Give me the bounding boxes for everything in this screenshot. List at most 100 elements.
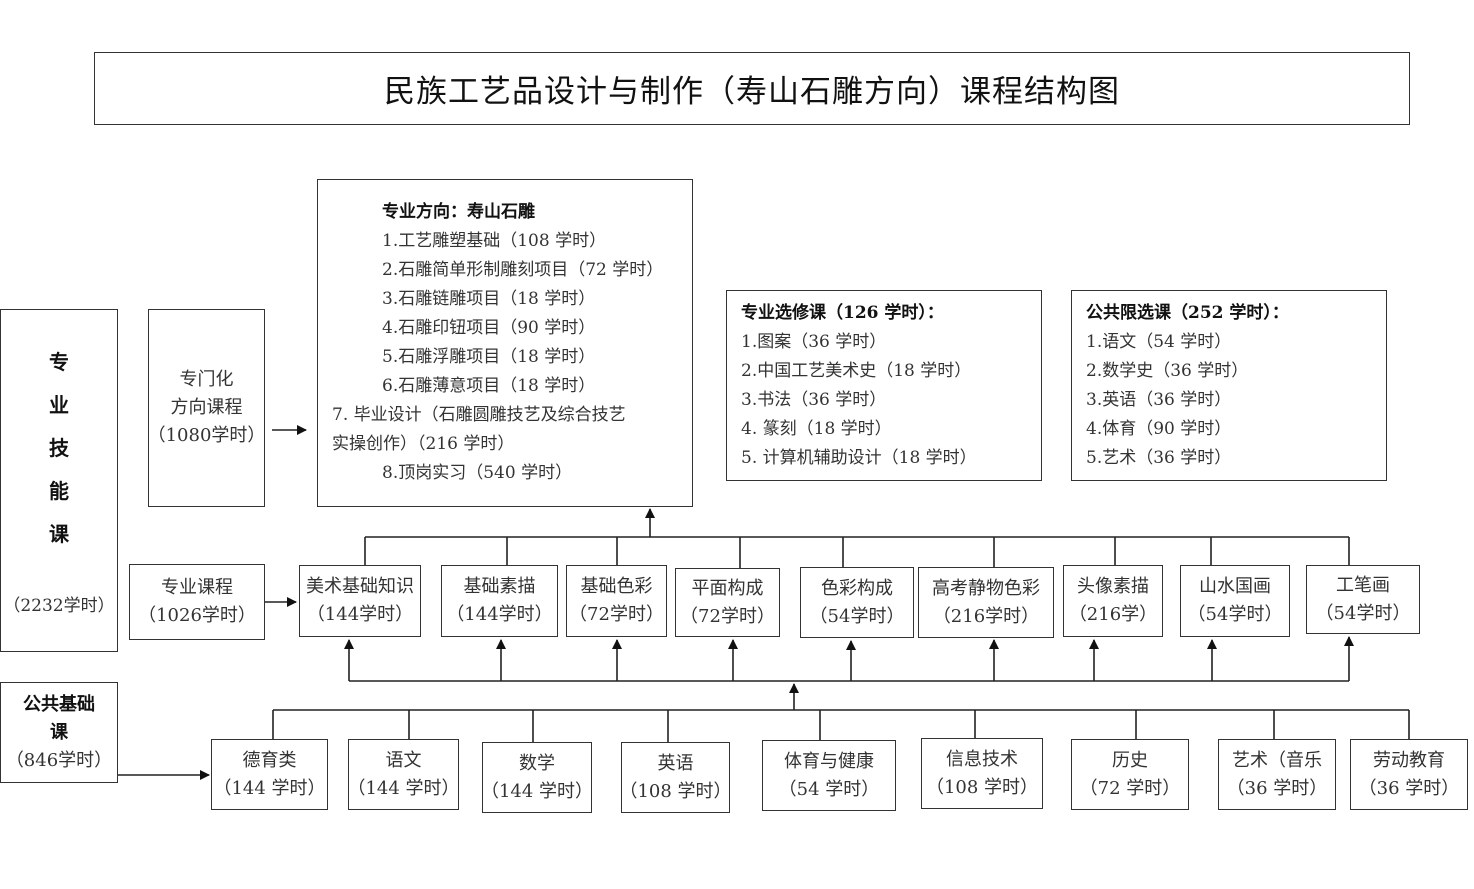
specialized-hours: （1080学时） [147,425,266,446]
major-course-name: 高考静物色彩 [932,577,1040,599]
public-basic-box: 公共基础 课 （846学时） [0,682,118,783]
public-elective-item-4: 4.体育（90 学时） [1086,419,1232,439]
elective-header: 专业选修课（126 学时）： [741,303,944,323]
skill-courses-box: 专 业 技 能 课 （2232学时） [0,309,118,652]
public-course-hours: （144 学时） [213,777,326,799]
major-course-box: 高考静物色彩 （216学时） [918,567,1054,638]
public-basic-line1: 公共基础 [23,693,95,715]
elective-item-4: 4. 篆刻（18 学时） [741,419,892,439]
public-course-box: 语文 （144 学时） [347,739,460,810]
major-course-hours: （144学时） [446,604,553,625]
specialized-box: 专门化 方向课程 （1080学时） [148,309,265,507]
major-course-box: 基础色彩 （72学时） [566,565,667,637]
major-course-hours: （216学） [1068,604,1158,625]
direction-box: 专业方向：寿山石雕 1.工艺雕塑基础（108 学时） 2.石雕简单形制雕刻项目（… [317,179,693,507]
public-course-hours: （72 学时） [1079,777,1181,799]
elective-item-3: 3.书法（36 学时） [741,390,887,410]
public-course-hours: （36 学时） [1358,777,1460,799]
major-course-box: 头像素描 （216学） [1063,565,1163,637]
public-course-hours: （108 学时） [619,780,732,802]
skill-char-2: 业 [49,393,69,417]
major-course-hours: （144学时） [306,604,414,625]
major-courses-line1: 专业课程 [161,577,233,598]
title-box: 民族工艺品设计与制作（寿山石雕方向）课程结构图 [94,52,1410,125]
major-course-hours: （54学时） [1315,602,1411,624]
public-basic-hours: （846学时） [5,749,113,771]
major-course-name: 山水国画 [1199,576,1271,597]
public-course-box: 劳动教育 （36 学时） [1350,739,1468,810]
direction-item-4: 4.石雕印钮项目（90 学时） [382,318,596,338]
direction-item-7: 7. 毕业设计（石雕圆雕技艺及综合技艺 [332,405,626,425]
public-elective-item-3: 3.英语（36 学时） [1086,390,1232,410]
skill-char-4: 能 [49,479,69,503]
public-basic-line2: 课 [50,721,68,743]
skill-char-3: 技 [49,436,69,460]
public-course-name: 历史 [1112,749,1148,771]
major-course-box: 山水国画 （54学时） [1180,565,1290,637]
specialized-line1: 专门化 [179,369,234,390]
public-course-name: 信息技术 [946,748,1018,770]
public-course-box: 数学 （144 学时） [480,742,594,813]
skill-char-5: 课 [49,522,69,546]
direction-header: 专业方向：寿山石雕 [382,202,535,222]
major-course-name: 工笔画 [1336,574,1390,596]
elective-item-1: 1.图案（36 学时） [741,332,887,352]
public-course-box: 德育类 （144 学时） [211,739,328,810]
diagram-title: 民族工艺品设计与制作（寿山石雕方向）课程结构图 [384,74,1120,110]
public-course-box: 体育与健康 （54 学时） [762,740,896,811]
direction-item-7b: 实操创作）（216 学时） [332,434,515,454]
public-course-hours: （36 学时） [1226,777,1328,799]
public-elective-item-1: 1.语文（54 学时） [1086,332,1232,352]
major-course-name: 平面构成 [691,577,764,599]
public-course-box: 英语 （108 学时） [619,742,732,813]
elective-box: 专业选修课（126 学时）： 1.图案（36 学时） 2.中国工艺美术史（18 … [726,290,1042,481]
major-course-hours: （54学时） [809,605,905,627]
direction-item-3: 3.石雕链雕项目（18 学时） [382,289,596,309]
public-course-hours: （144 学时） [480,780,594,802]
public-elective-item-5: 5.艺术（36 学时） [1086,448,1232,468]
public-course-name: 语文 [385,749,422,771]
major-course-box: 色彩构成 （54学时） [800,567,914,638]
direction-item-1: 1.工艺雕塑基础（108 学时） [382,231,607,251]
public-course-hours: （108 学时） [925,776,1039,798]
major-courses-hours: （1026学时） [138,605,256,626]
elective-item-5: 5. 计算机辅助设计（18 学时） [741,448,977,468]
public-course-name: 数学 [519,752,555,774]
direction-item-2: 2.石雕简单形制雕刻项目（72 学时） [382,260,664,280]
public-elective-box: 公共限选课（252 学时）： 1.语文（54 学时） 2.数学史（36 学时） … [1071,290,1387,481]
major-course-hours: （54学时） [1187,604,1283,625]
public-elective-header: 公共限选课（252 学时）： [1086,303,1289,323]
major-course-hours: （72学时） [680,605,775,627]
major-course-name: 基础色彩 [580,576,653,597]
major-course-box: 工笔画 （54学时） [1306,565,1420,634]
public-course-name: 劳动教育 [1373,749,1445,771]
public-course-box: 历史 （72 学时） [1071,739,1189,810]
major-course-name: 美术基础知识 [306,576,414,597]
major-course-box: 平面构成 （72学时） [675,568,780,637]
major-course-name: 基础素描 [463,576,536,597]
public-course-hours: （144 学时） [347,777,460,799]
skill-hours: （2232学时） [3,596,115,616]
major-courses-box: 专业课程 （1026学时） [129,564,265,640]
major-course-box: 基础素描 （144学时） [441,565,558,637]
public-course-box: 信息技术 （108 学时） [921,738,1043,809]
specialized-line2: 方向课程 [170,397,243,418]
skill-char-1: 专 [49,350,69,374]
major-course-hours: （72学时） [569,604,664,625]
direction-item-6: 6.石雕薄意项目（18 学时） [382,376,596,396]
public-course-box: 艺术（音乐 （36 学时） [1218,739,1336,810]
public-course-name: 德育类 [242,749,297,771]
public-elective-item-2: 2.数学史（36 学时） [1086,361,1249,381]
direction-item-8: 8.顶岗实习（540 学时） [382,463,573,483]
elective-item-2: 2.中国工艺美术史（18 学时） [741,361,972,381]
public-course-hours: （54 学时） [778,778,880,800]
major-course-hours: （216学时） [932,605,1040,627]
public-course-name: 体育与健康 [784,750,874,772]
direction-item-5: 5.石雕浮雕项目（18 学时） [382,347,596,367]
major-course-name: 头像素描 [1077,576,1149,597]
major-course-box: 美术基础知识 （144学时） [299,565,421,637]
public-course-name: 艺术（音乐 [1232,749,1322,771]
public-course-name: 英语 [657,752,694,774]
major-course-name: 色彩构成 [821,577,893,599]
